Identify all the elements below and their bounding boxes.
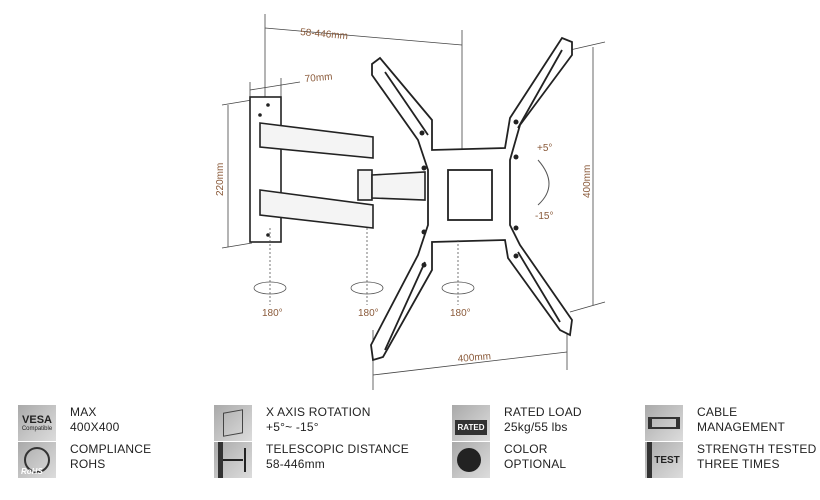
weight-icon-text: RATED [454,419,488,435]
dim-plate-depth: 70mm [304,72,333,85]
feature-line2: +5°~ -15° [266,420,319,434]
swivel-label: 180° [450,308,471,319]
feature-line2: MANAGEMENT [697,420,786,434]
feature-line1: MAX [70,405,97,419]
tilt-up-label: +5° [537,143,552,154]
feature-line1: COMPLIANCE [70,442,152,456]
feature-line1: X AXIS ROTATION [266,405,371,419]
feature-line2: 400X400 [70,420,120,434]
feature-rotation: X AXIS ROTATION+5°~ -15° [214,405,371,441]
feature-line1: TELESCOPIC DISTANCE [266,442,409,456]
dim-telescopic: 58-446mm [300,27,349,42]
feature-line2: ROHS [70,457,106,471]
cable-icon [645,405,683,441]
wall-plate [249,96,282,243]
swivel-arrows [253,159,550,295]
feature-line2: 58-446mm [266,457,325,471]
mount-diagram: 58-446mm 70mm 220mm 400mm 400mm +5° -15°… [215,14,606,390]
telescopic-icon [214,442,252,478]
rotation-icon [214,405,252,441]
feature-line2: OPTIONAL [504,457,567,471]
feature-line2: THREE TIMES [697,457,780,471]
vesa-icon: VESA Compatible [18,405,56,441]
dim-vesa-horizontal: 400mm [457,351,491,365]
vesa-icon-sub: Compatible [21,426,53,432]
bracket-screws [258,103,519,268]
dim-vesa-vertical: 400mm [582,165,593,198]
feature-line1: STRENGTH TESTED [697,442,817,456]
test-icon: TEST [645,442,683,478]
feature-line1: COLOR [504,442,548,456]
feature-line2: 25kg/55 lbs [504,420,568,434]
feature-line1: CABLE [697,405,738,419]
feature-line1: RATED LOAD [504,405,582,419]
tilt-down-label: -15° [535,211,553,222]
swing-arms [259,122,426,229]
weight-icon: RATED [452,405,490,441]
swivel-axes [269,228,459,305]
color-icon [452,442,490,478]
rohs-icon: RoHS [18,442,56,478]
vesa-icon-text: VESA [22,414,52,426]
swivel-label: 180° [262,308,283,319]
test-icon-text: TEST [654,454,680,466]
dim-plate-height: 220mm [215,163,226,196]
vesa-bracket [370,36,573,362]
rohs-icon-text: RoHS [21,467,43,476]
swivel-label: 180° [358,308,379,319]
